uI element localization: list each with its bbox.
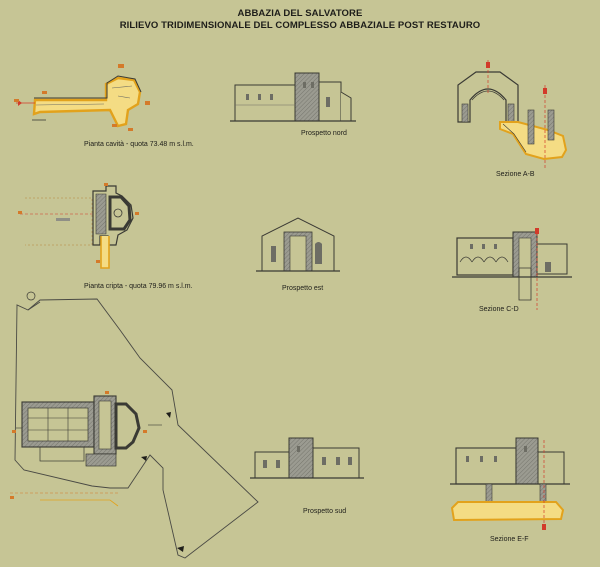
caption-sezione-cd: Sezione C-D (479, 306, 519, 313)
crypt-plan-drawing (18, 183, 139, 269)
caption-pianta-cripta: Pianta cripta - quota 79.96 m s.l.m. (84, 283, 193, 290)
north-elevation-drawing (230, 72, 356, 122)
caption-prospetto-est: Prospetto est (282, 285, 324, 292)
title-line-1: ABBAZIA DEL SALVATORE (237, 8, 363, 19)
caption-prospetto-sud: Prospetto sud (303, 508, 347, 515)
south-elevation-drawing (250, 437, 364, 479)
sheet-title: ABBAZIA DEL SALVATORE RILIEVO TRIDIMENSI… (0, 8, 600, 32)
caption-sezione-ef: Sezione E-F (490, 536, 529, 543)
caption-prospetto-nord: Prospetto nord (301, 130, 347, 137)
section-cd-drawing (452, 228, 572, 310)
section-ef-drawing (450, 437, 570, 530)
section-ab-drawing (457, 60, 568, 168)
caption-pianta-cavita: Pianta cavità - quota 73.48 m s.l.m. (84, 141, 194, 148)
caption-sezione-ab: Sezione A-B (496, 171, 535, 178)
cavity-plan-drawing (14, 64, 150, 131)
site-plan-drawing (10, 291, 259, 559)
east-elevation-drawing (256, 217, 340, 272)
title-line-2: RILIEVO TRIDIMENSIONALE DEL COMPLESSO AB… (119, 20, 481, 31)
